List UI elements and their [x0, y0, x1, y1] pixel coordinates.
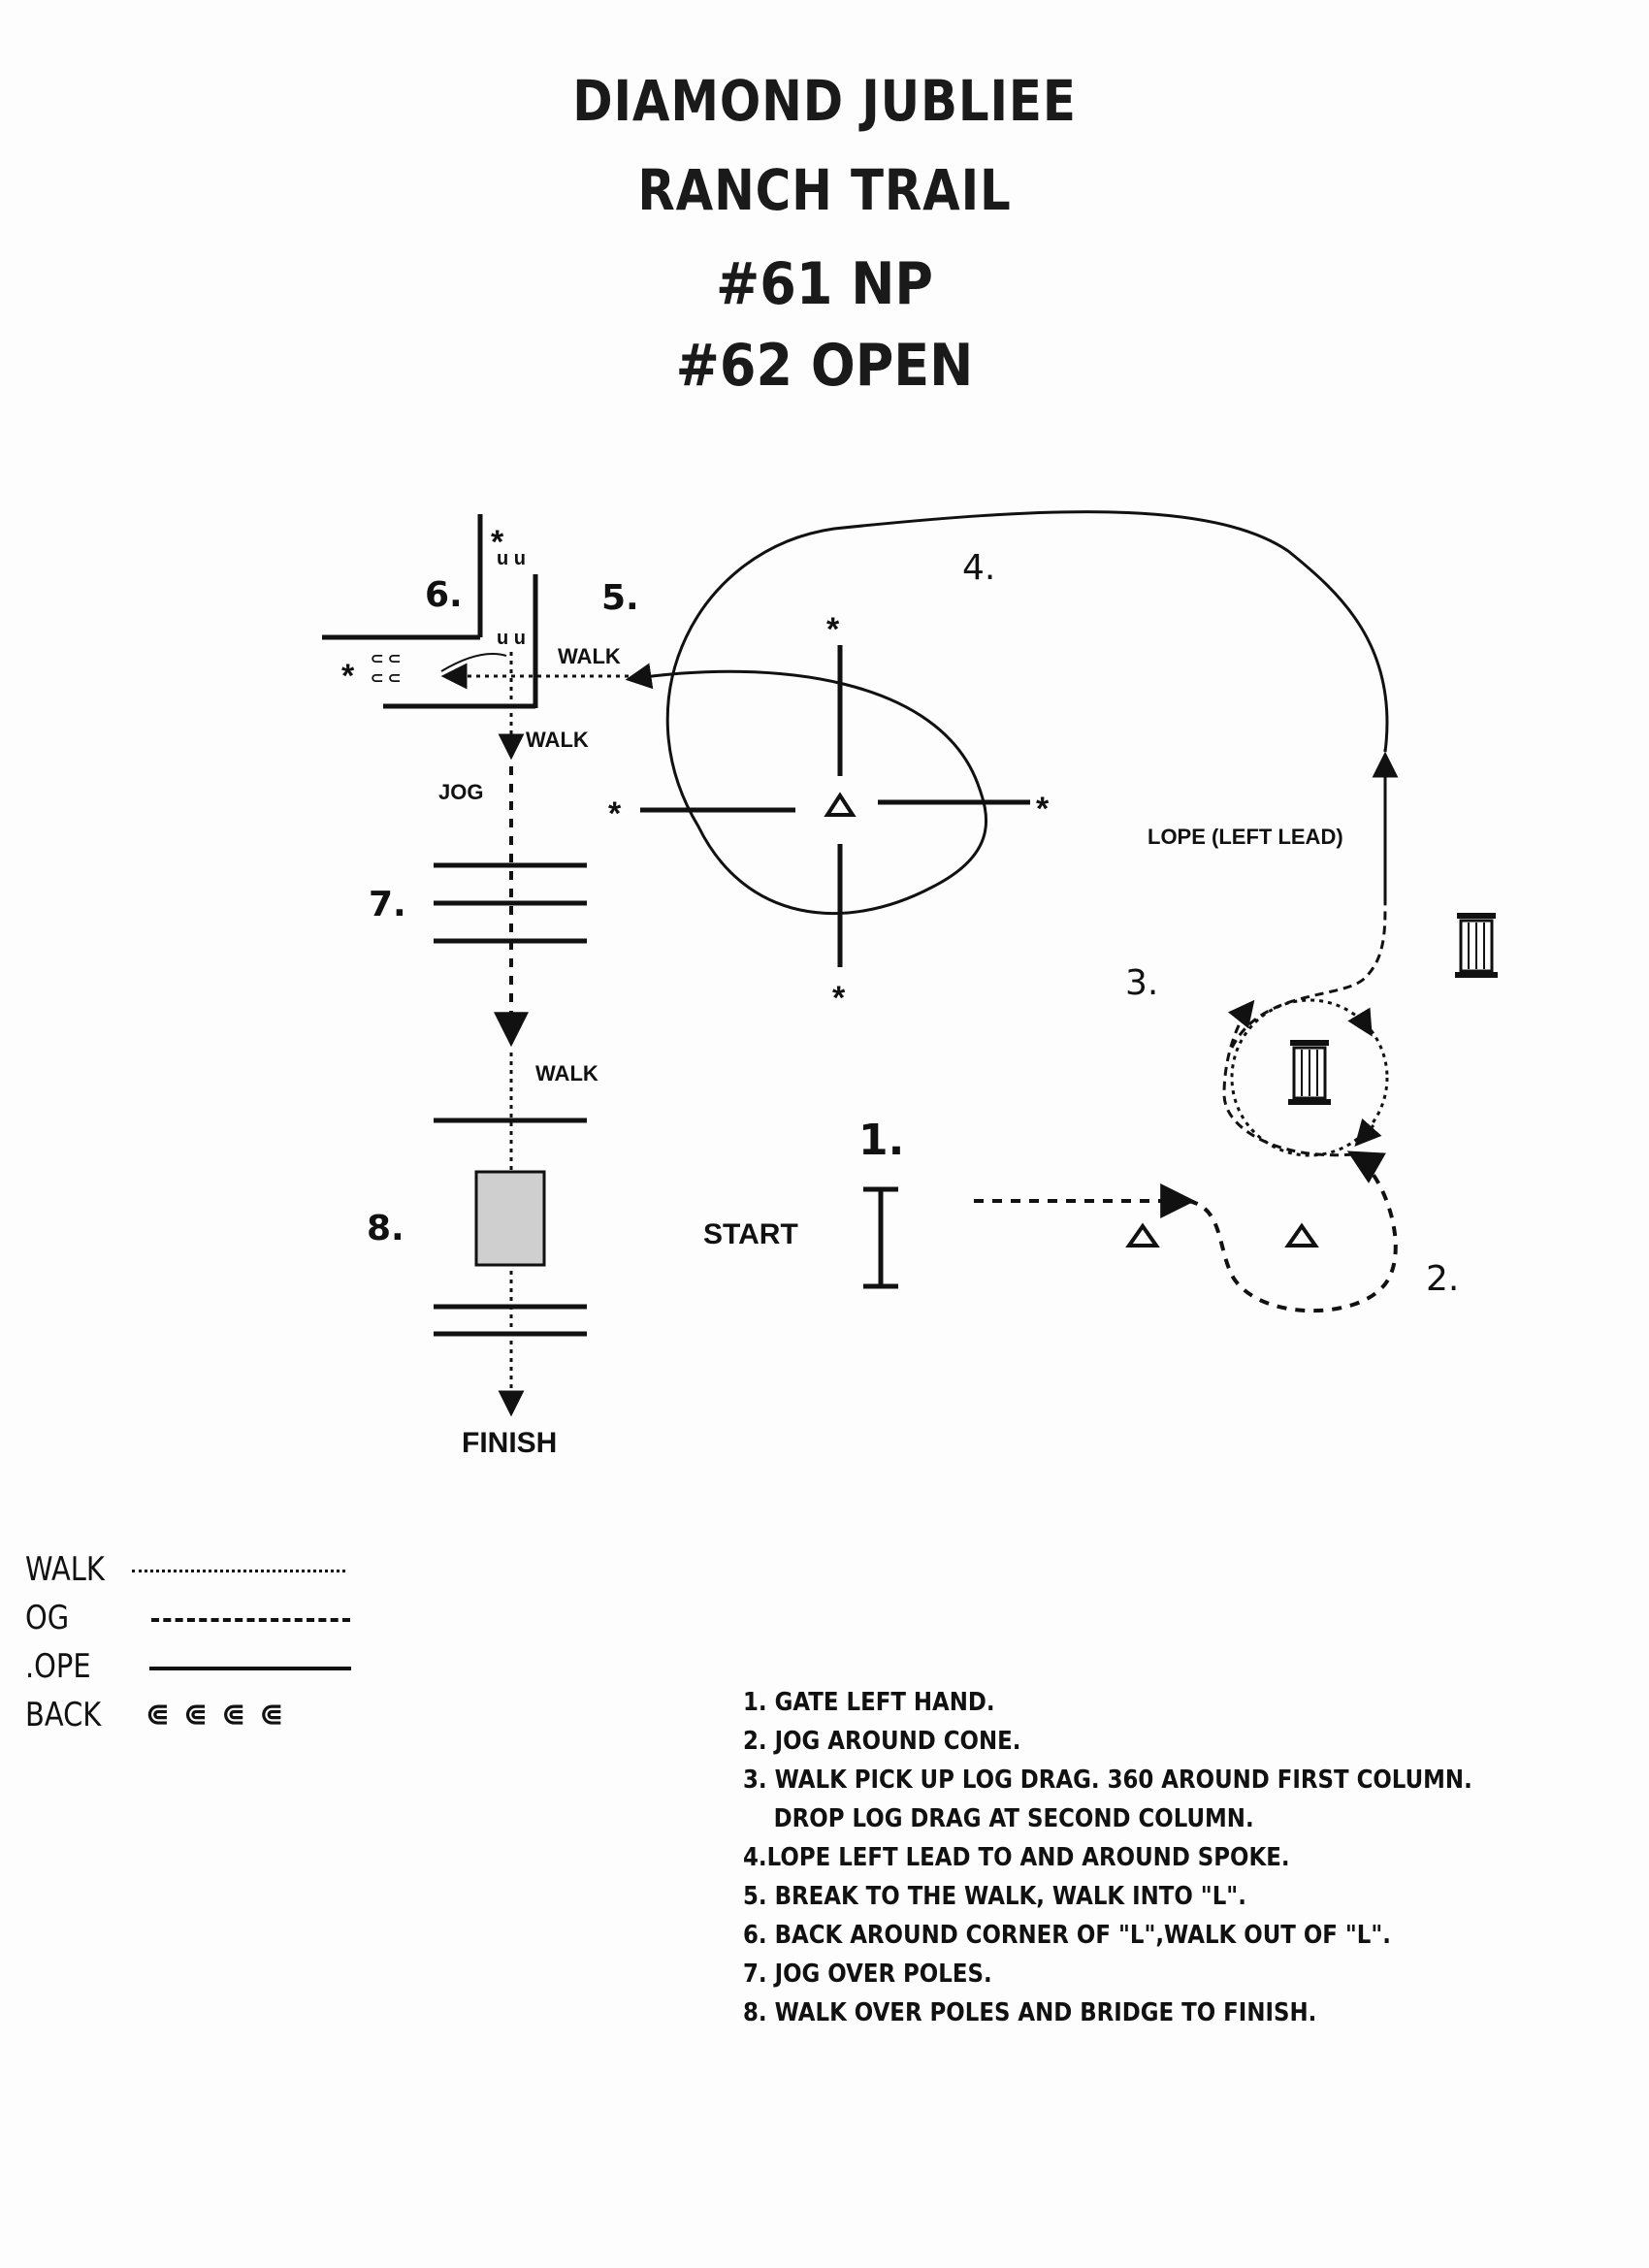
start-label: START: [703, 1218, 798, 1250]
legend-row-walk: WALK: [25, 1550, 345, 1599]
walk-to-second-column-path: [1230, 901, 1387, 1049]
obstacle-number-4: 4.: [962, 548, 995, 588]
gait-label-walk: WALK: [526, 728, 589, 752]
second-column: [1455, 913, 1498, 978]
obstacle-number-8: 8.: [367, 1209, 404, 1248]
circle-arrow: [1354, 1118, 1382, 1148]
back-mark: ⊂ ⊂: [371, 651, 401, 667]
cone-marker: *: [608, 795, 622, 832]
circle-360-path: [1230, 998, 1389, 1157]
cone: [1284, 1222, 1319, 1247]
cone-marker: *: [1036, 791, 1050, 827]
cone: [1125, 1222, 1160, 1247]
cone-marker: *: [826, 611, 840, 648]
back-mark: u u: [497, 548, 526, 569]
instruction-item: 6. BACK AROUND CORNER OF "L",WALK OUT OF…: [743, 1921, 1392, 1950]
legend-label-lope: .OPE: [25, 1647, 91, 1686]
log-drag-walk-path: [1222, 999, 1354, 1157]
cone-marker: *: [341, 658, 355, 695]
gait-label-walk: WALK: [558, 644, 621, 668]
obstacle-number-6: 6.: [425, 575, 463, 615]
obstacle-number-2: 2.: [1426, 1259, 1459, 1299]
walk-poles-bridge-obstacle: [434, 1118, 587, 1337]
obstacle-number-3: 3.: [1125, 963, 1158, 1003]
obstacle-number-7: 7.: [369, 885, 406, 924]
obstacle-number-1: 1.: [858, 1116, 904, 1165]
instruction-item: 1. GATE LEFT HAND.: [743, 1688, 995, 1717]
instruction-item: 3. WALK PICK UP LOG DRAG. 360 AROUND FIR…: [743, 1766, 1472, 1795]
jog-around-cone-path: [1187, 1150, 1398, 1313]
legend-label-back: BACK: [25, 1696, 102, 1734]
cone-marker: *: [832, 980, 846, 1017]
lope-path: [625, 510, 1389, 915]
instruction-item: 5. BREAK TO THE WALK, WALK INTO "L".: [743, 1882, 1246, 1911]
legend-symbol-back: ⋐⋐⋐⋐: [146, 1698, 298, 1732]
first-column: [1288, 1040, 1331, 1105]
legend-line-lope: [149, 1667, 351, 1670]
obstacle-number-5: 5.: [601, 578, 639, 618]
legend-line-walk: [132, 1570, 345, 1572]
legend-row-back: BACK ⋐⋐⋐⋐: [25, 1696, 336, 1744]
legend-line-jog: [151, 1618, 350, 1622]
cone-marker: *: [491, 524, 504, 561]
legend-row-lope: .OPE: [25, 1647, 351, 1696]
instruction-item: 8. WALK OVER POLES AND BRIDGE TO FINISH.: [743, 1998, 1317, 2027]
spoke-center-cone: [824, 792, 857, 817]
back-mark: ⊂ ⊂: [371, 670, 401, 687]
pattern-instructions: 1. GATE LEFT HAND. 2. JOG AROUND CONE. 3…: [743, 1683, 1571, 2032]
spoke-obstacle: * * * *: [608, 611, 1050, 1017]
instruction-item: 7. JOG OVER POLES.: [743, 1960, 992, 1989]
back-mark: u u: [497, 628, 526, 649]
legend-row-jog: OG: [25, 1599, 350, 1647]
instruction-item: 4.LOPE LEFT LEAD TO AND AROUND SPOKE.: [743, 1843, 1290, 1872]
pattern-title-line2: RANCH TRAIL: [637, 157, 1012, 223]
instruction-item: 2. JOG AROUND CONE.: [743, 1727, 1021, 1756]
circle-arrow: [1347, 1007, 1373, 1037]
gait-label-walk: WALK: [535, 1061, 598, 1085]
finish-label: FINISH: [462, 1427, 557, 1459]
class-number-open: #62 OPEN: [675, 332, 974, 400]
legend-label-jog: OG: [25, 1599, 70, 1637]
class-number-np: #61 NP: [716, 250, 933, 318]
gait-legend: WALK OG .OPE BACK ⋐⋐⋐⋐: [25, 1550, 351, 1744]
back-corner-path: [440, 653, 507, 672]
back-through-l-obstacle: u u u u ⊂ ⊂ ⊂ ⊂ * *: [322, 514, 538, 709]
gate-obstacle: [863, 1186, 898, 1289]
bridge: [474, 1170, 546, 1267]
gait-label-lope: LOPE (LEFT LEAD): [1148, 825, 1343, 849]
gait-label-jog: JOG: [438, 780, 483, 804]
jog-poles-obstacle: [434, 862, 587, 944]
instruction-item: DROP LOG DRAG AT SECOND COLUMN.: [773, 1804, 1254, 1833]
legend-label-walk: WALK: [25, 1550, 105, 1589]
pattern-title-line1: DIAMOND JUBLIEE: [572, 68, 1077, 134]
